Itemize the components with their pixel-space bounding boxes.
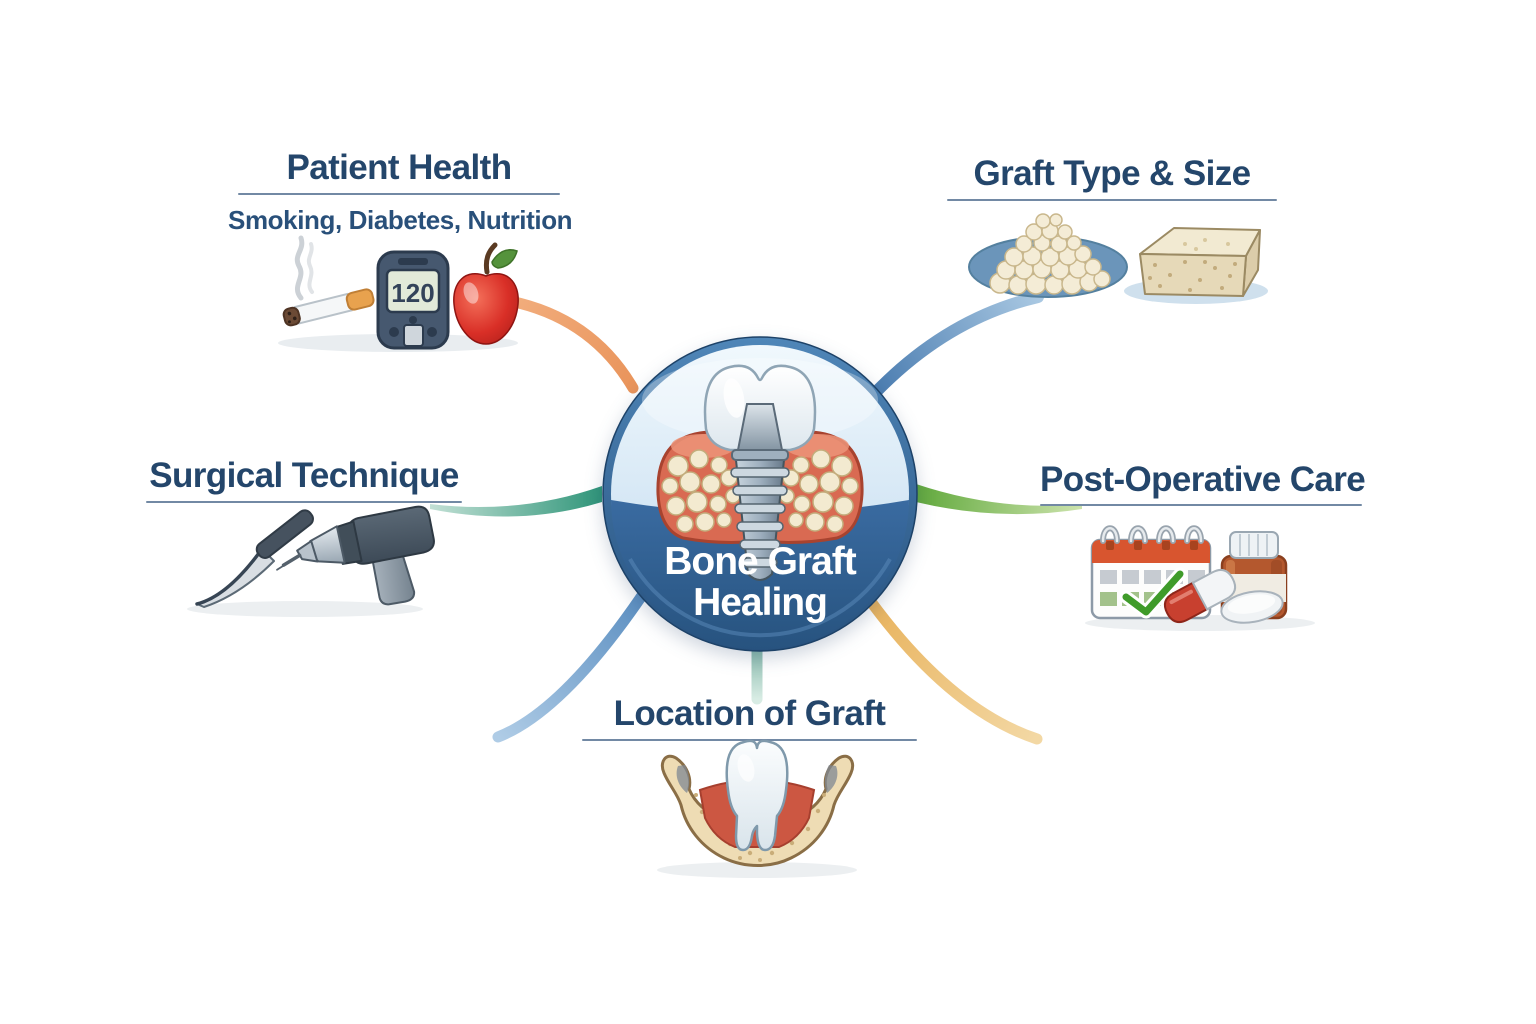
glucose-reading: 120 [391, 278, 434, 308]
scalpel-icon [195, 509, 314, 608]
surgical-technique-title: Surgical Technique [149, 456, 459, 495]
connector-hub-to-bottom-left [492, 591, 647, 743]
graft-type-size-underline [947, 199, 1277, 201]
patient-health-icons: 120 [278, 235, 519, 352]
connector-hub-to-graft-type-size [870, 291, 1044, 398]
apple-icon [453, 242, 519, 345]
bone-block-icon [1124, 227, 1268, 304]
patient-health-underline [238, 193, 560, 195]
connector-hub-to-post-operative-care [916, 484, 1082, 515]
location-of-graft-title: Location of Graft [613, 694, 886, 733]
bone-granules-plate-icon [968, 213, 1128, 298]
hub-title-line1: Bone Graft [664, 540, 857, 583]
graft-type-size-title: Graft Type & Size [973, 154, 1252, 193]
location-of-graft-icons [657, 739, 857, 878]
surgical-technique-icons [187, 505, 435, 617]
mandible-tooth-icon [660, 739, 855, 867]
dental-implant-in-graft-icon [656, 364, 864, 581]
surgical-technique-underline [146, 501, 462, 503]
post-operative-care-icons [1085, 525, 1315, 631]
smoke-icon [294, 235, 314, 301]
capsule-icon [1163, 569, 1237, 623]
bone-granules-right [779, 449, 859, 533]
patient-health-title: Patient Health [286, 148, 513, 187]
connector-hub-to-bottom-right [863, 593, 1043, 745]
graft-type-size-icons [968, 213, 1268, 304]
patient-health-subtitle: Smoking, Diabetes, Nutrition [228, 205, 573, 235]
connector-hub-to-patient-health [504, 295, 639, 394]
tablet-icon [1220, 590, 1284, 624]
post-operative-care-title: Post-Operative Care [1040, 460, 1366, 499]
post-operative-care-underline [1040, 504, 1362, 506]
surgical-drill-icon [276, 505, 435, 606]
cigarette-icon [282, 288, 375, 327]
hub-title-line2: Healing [693, 581, 827, 624]
glucose-meter-icon: 120 [376, 250, 450, 350]
hub-bone-graft-healing: Bone Graft Healing [602, 336, 918, 652]
connector-hub-to-surgical-technique [430, 486, 602, 517]
